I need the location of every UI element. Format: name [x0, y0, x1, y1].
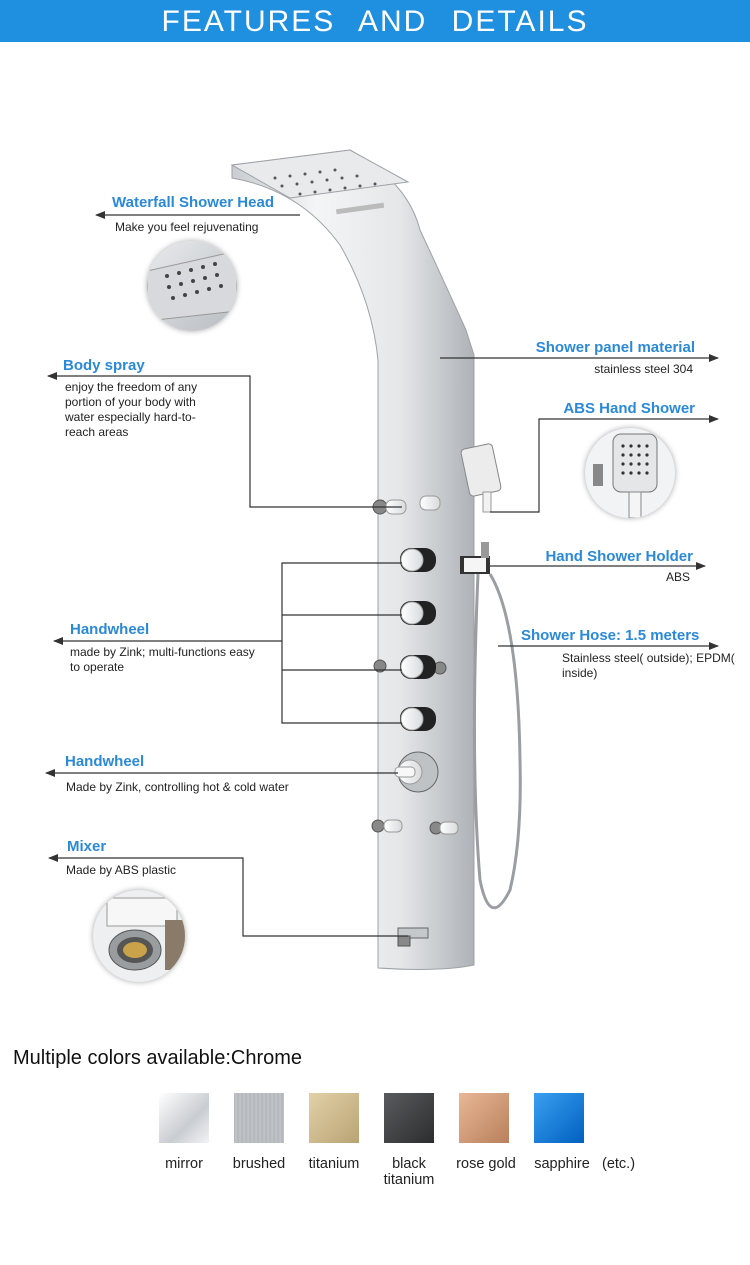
swatch-label-titanium: titanium: [308, 1156, 360, 1172]
shower-panel-material-title: Shower panel material: [535, 339, 695, 356]
hand-shower-detail-circle: [585, 428, 675, 518]
body-spray-jets: [371, 495, 459, 835]
abs-hand-shower-title: ABS Hand Shower: [563, 400, 695, 417]
waterfall-head-detail-circle: [147, 241, 237, 331]
hand-shower-holder-title: Hand Shower Holder: [545, 548, 693, 565]
shower-hose-desc: Stainless steel( outside); EPDM( inside): [562, 651, 735, 680]
swatch-brushed: [234, 1093, 284, 1143]
hand-shower-detail-icon: [593, 433, 658, 518]
handwheel-functions-title: Handwheel: [70, 621, 150, 638]
handwheel-temperature-desc: Made by Zink, controlling hot & cold wat…: [66, 780, 289, 794]
handwheel-knobs: [394, 548, 439, 793]
banner-title: FEATURES AND DETAILS: [161, 5, 589, 38]
features-banner: FEATURES AND DETAILS: [0, 0, 750, 42]
body-spray-title: Body spray: [63, 357, 145, 374]
hand-shower-holder-desc: ABS: [665, 570, 690, 584]
swatch-rose-gold: [459, 1093, 509, 1143]
waterfall-nozzle-dots: [273, 168, 377, 196]
waterfall-shower-head-desc: Make you feel rejuvenating: [115, 220, 259, 234]
shower-panel: [230, 149, 475, 970]
swatch-label-mirror: mirror: [165, 1156, 203, 1172]
colors-etc: (etc.): [602, 1156, 636, 1172]
waterfall-shower-head-title: Waterfall Shower Head: [112, 194, 274, 211]
mixer-detail-icon: [106, 897, 185, 971]
swatch-mirror: [159, 1093, 209, 1143]
shower-panel-material-desc: stainless steel 304: [594, 362, 693, 376]
swatch-label-rose-gold: rose gold: [456, 1156, 516, 1172]
hand-shower: [460, 443, 502, 574]
mixer-detail-circle: [93, 890, 185, 982]
shower-hose-title: Shower Hose: 1.5 meters: [521, 627, 700, 644]
swatch-titanium: [309, 1093, 359, 1143]
shower-hose: [472, 573, 522, 910]
mixer-title: Mixer: [67, 838, 107, 855]
waterfall-detail-icon: [147, 250, 237, 322]
body-spray-desc: enjoy the freedom of any portion of your…: [65, 380, 198, 439]
swatch-sapphire: [534, 1093, 584, 1143]
swatch-label-brushed: brushed: [232, 1156, 286, 1172]
handwheel-functions-desc: made by Zink; multi-functions easy to op…: [70, 645, 255, 674]
handwheel-temperature-title: Handwheel: [65, 753, 145, 770]
swatch-label-black-titanium: black titanium: [383, 1156, 435, 1188]
mixer-desc: Made by ABS plastic: [66, 863, 177, 877]
swatch-label-sapphire: sapphire: [534, 1156, 590, 1172]
swatch-black-titanium: [384, 1093, 434, 1143]
colors-title: Multiple colors available:Chrome: [13, 1047, 303, 1069]
